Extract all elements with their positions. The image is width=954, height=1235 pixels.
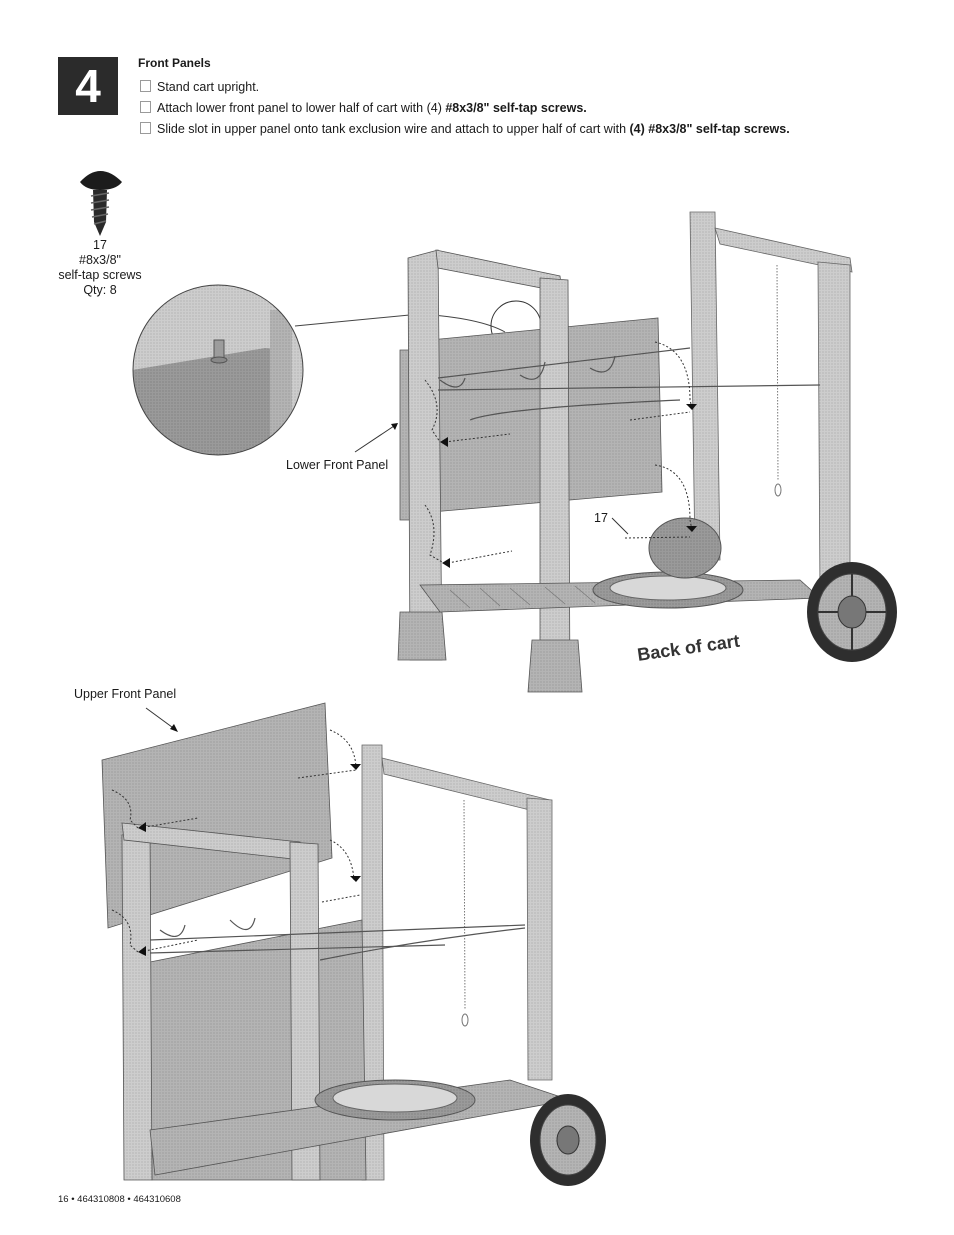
instruction-item: Slide slot in upper panel onto tank excl… (140, 119, 790, 140)
instruction-bold-text: (4) #8x3/8" self-tap screws. (629, 122, 790, 136)
part-type: self-tap screws (58, 268, 142, 282)
lower-front-panel-label: Lower Front Panel (286, 458, 389, 472)
instruction-text: Stand cart upright. (157, 80, 260, 94)
screw-callout-label: 17 (594, 511, 608, 525)
checkbox-icon[interactable] (140, 80, 151, 92)
cart-illustration-bottom (101, 702, 606, 1186)
part-label: 17 #8x3/8" self-tap screws Qty: 8 (40, 238, 160, 298)
checkbox-icon[interactable] (140, 101, 151, 113)
instruction-bold-text: #8x3/8" self-tap screws. (445, 101, 587, 115)
screw-icon (80, 171, 122, 236)
instruction-list: Stand cart upright. Attach lower front p… (140, 77, 790, 140)
instruction-item: Stand cart upright. (140, 77, 790, 98)
section-title: Front Panels (138, 56, 211, 70)
wheel-icon (530, 1094, 606, 1186)
detail-magnifier (132, 284, 542, 456)
instruction-text: Slide slot in upper panel onto tank excl… (157, 122, 630, 136)
wheel-icon (807, 562, 897, 662)
checkbox-icon[interactable] (140, 122, 151, 134)
part-size: #8x3/8" (79, 253, 121, 267)
page-footer: 16 • 464310808 • 464310608 (58, 1194, 181, 1205)
instruction-text: Attach lower front panel to lower half o… (157, 101, 446, 115)
part-number: 17 (93, 238, 107, 252)
step-number-badge: 4 (58, 57, 118, 115)
cart-illustration-top (354, 211, 897, 693)
step-number: 4 (75, 60, 101, 112)
part-quantity: Qty: 8 (83, 283, 117, 297)
upper-front-panel-label: Upper Front Panel (74, 687, 177, 701)
instruction-item: Attach lower front panel to lower half o… (140, 98, 790, 119)
